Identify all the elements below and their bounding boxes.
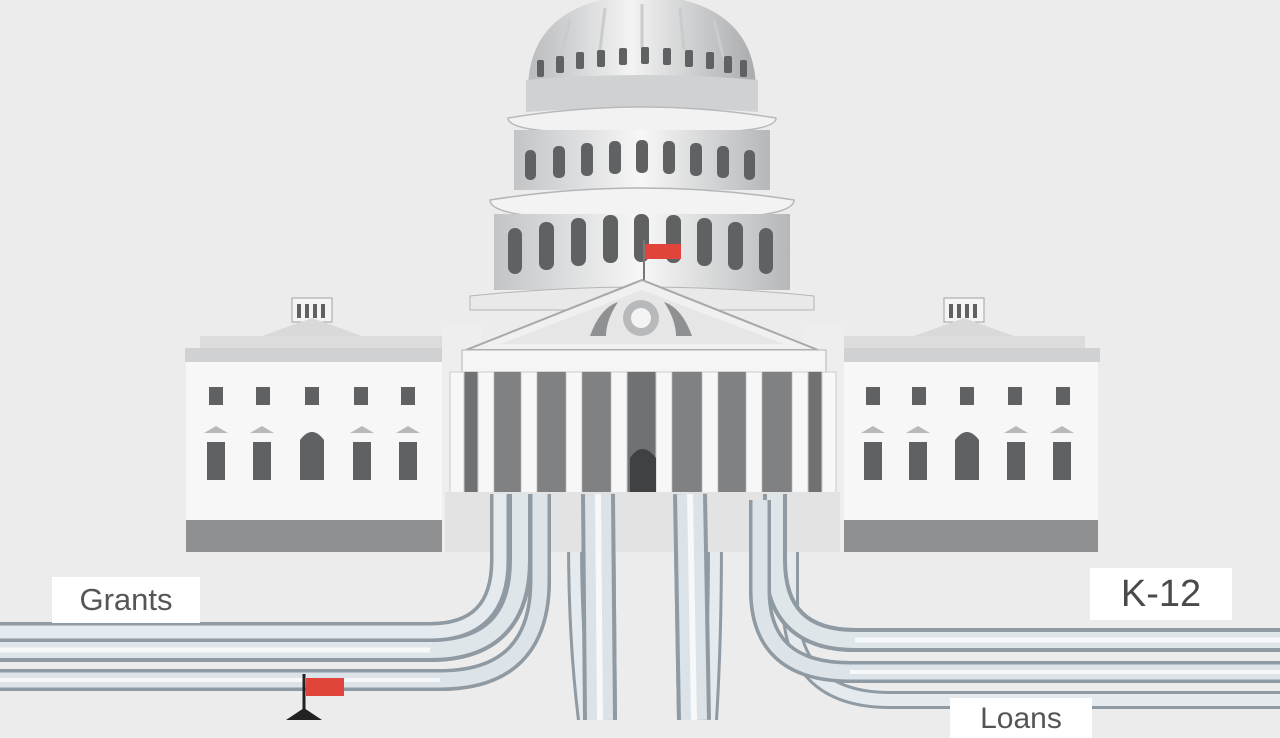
label-grants: Grants <box>52 577 200 623</box>
flag-icon <box>643 240 681 282</box>
capitol-door <box>630 449 656 494</box>
drum-upper-windows <box>525 140 755 180</box>
capitol-dome <box>469 0 815 311</box>
dome-window-row <box>537 47 747 77</box>
capitol-portico <box>442 278 844 552</box>
label-k12: K-12 <box>1090 568 1232 620</box>
capitol-illustration <box>0 0 1280 720</box>
pipe-center-far-right <box>702 539 723 720</box>
capitol-left-wing <box>185 297 447 552</box>
pediment-ornament-icon <box>590 300 692 336</box>
pipe-flag-marker-icon <box>286 674 344 720</box>
label-loans: Loans <box>950 698 1092 738</box>
pipes-front <box>429 493 856 720</box>
pipe-center-far-left <box>567 539 593 720</box>
capitol-right-wing <box>838 297 1100 552</box>
